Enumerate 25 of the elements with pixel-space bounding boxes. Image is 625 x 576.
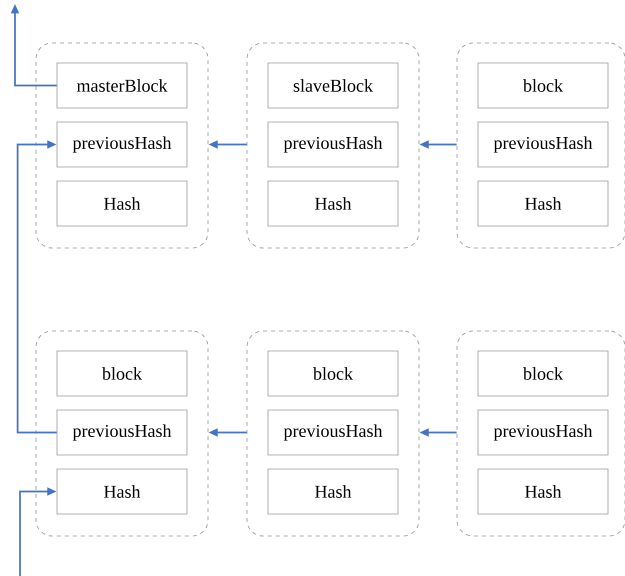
block-field-box: block xyxy=(478,350,608,396)
block-field-box: Hash xyxy=(478,180,608,226)
block-field-box: Hash xyxy=(268,180,398,226)
block-field-box: Hash xyxy=(268,468,398,514)
block-field-box: previousHash xyxy=(268,122,398,168)
block-field-box: block xyxy=(56,350,188,396)
block-field-box: previousHash xyxy=(56,410,188,456)
dashed-block-container xyxy=(456,330,625,536)
block-field-box: previousHash xyxy=(268,410,398,456)
arrow xyxy=(16,140,57,434)
block-field-box: Hash xyxy=(478,468,608,514)
block-field-box: Hash xyxy=(56,468,188,514)
dashed-block-container xyxy=(36,330,208,536)
block-field-box: previousHash xyxy=(56,122,188,168)
block-field-box: block xyxy=(268,350,398,396)
block-field-box: masterBlock xyxy=(56,62,188,108)
dashed-block-container xyxy=(246,42,420,248)
dashed-block-container xyxy=(456,42,625,248)
block-field-box: Hash xyxy=(56,180,188,226)
block-field-box: previousHash xyxy=(478,122,608,168)
dashed-block-container xyxy=(36,42,208,248)
dashed-block-container xyxy=(246,330,420,536)
block-field-box: slaveBlock xyxy=(268,62,398,108)
block-field-box: previousHash xyxy=(478,410,608,456)
block-field-box: block xyxy=(478,62,608,108)
